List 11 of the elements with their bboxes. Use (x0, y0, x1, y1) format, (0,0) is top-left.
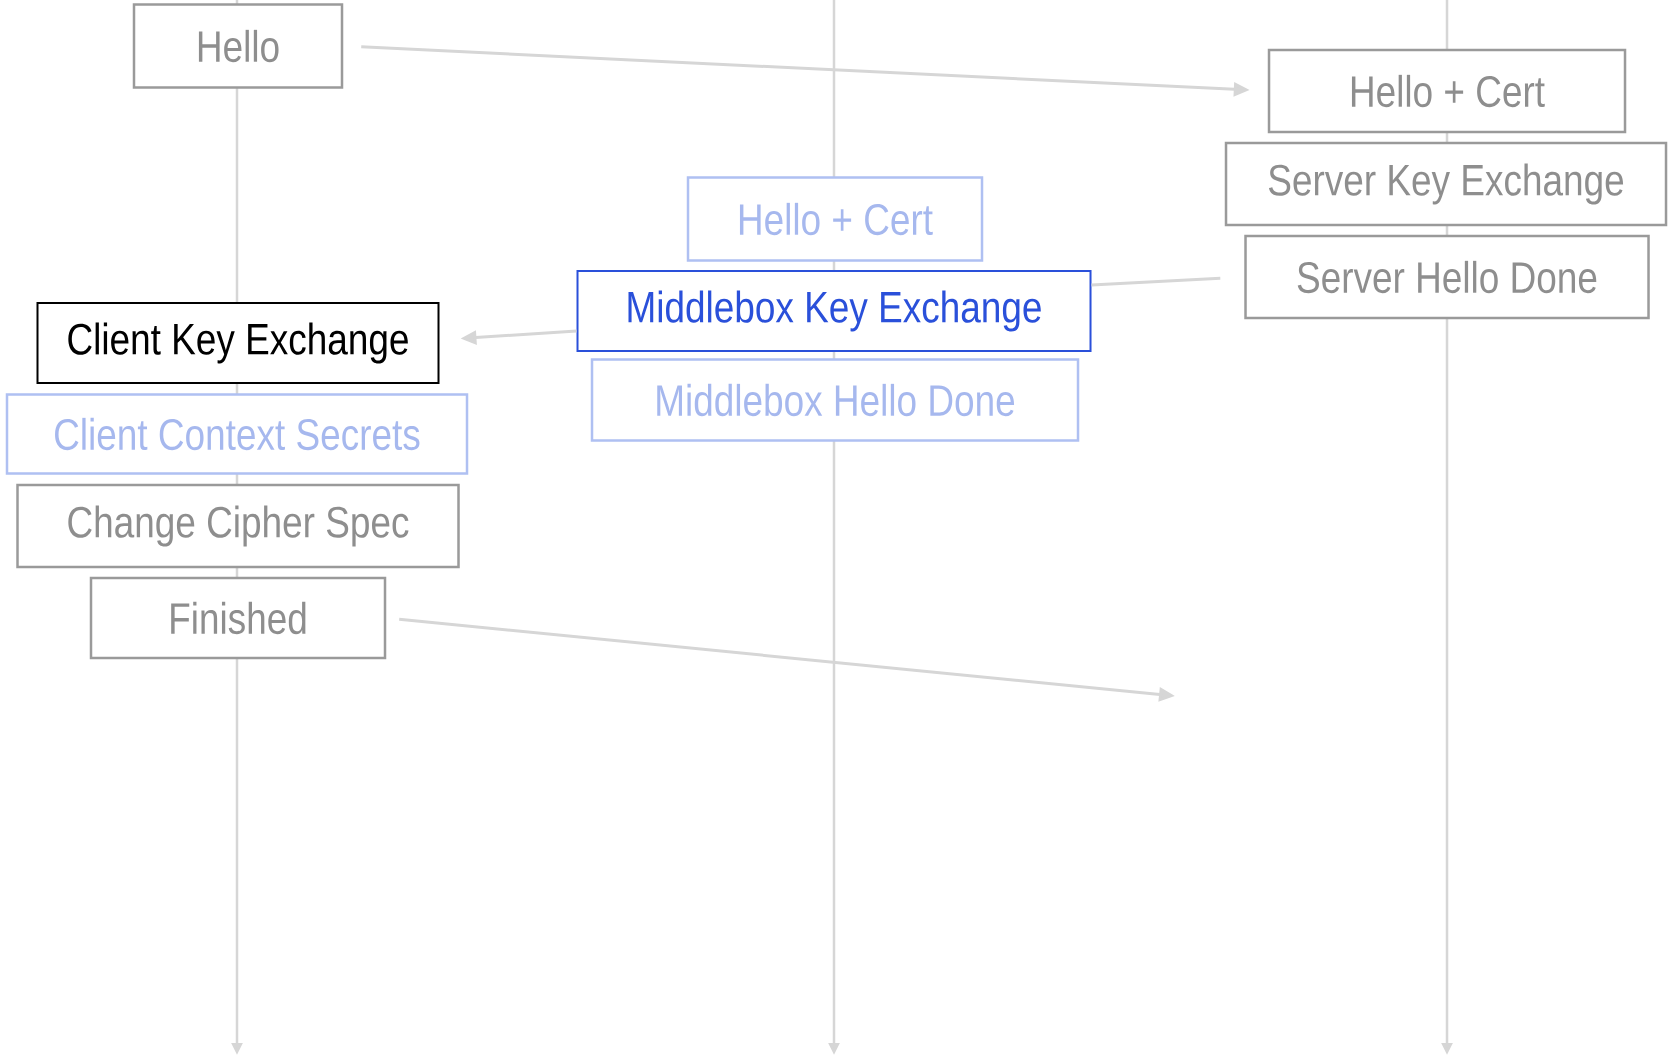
message-box: Middlebox Key Exchange (576, 270, 1092, 352)
message-box: Middlebox Hello Done (590, 358, 1080, 442)
message-box: Server Hello Done (1244, 234, 1650, 320)
message-box: Hello + Cert (1267, 48, 1627, 134)
message-box: Client Context Secrets (5, 393, 469, 475)
message-box: Hello + Cert (686, 176, 984, 262)
message-box: Server Key Exchange (1224, 141, 1668, 227)
message-box: Client Key Exchange (36, 302, 440, 384)
message-box: Change Cipher Spec (16, 483, 460, 569)
message-box: Hello (132, 3, 344, 89)
message-box: Finished (89, 576, 387, 660)
